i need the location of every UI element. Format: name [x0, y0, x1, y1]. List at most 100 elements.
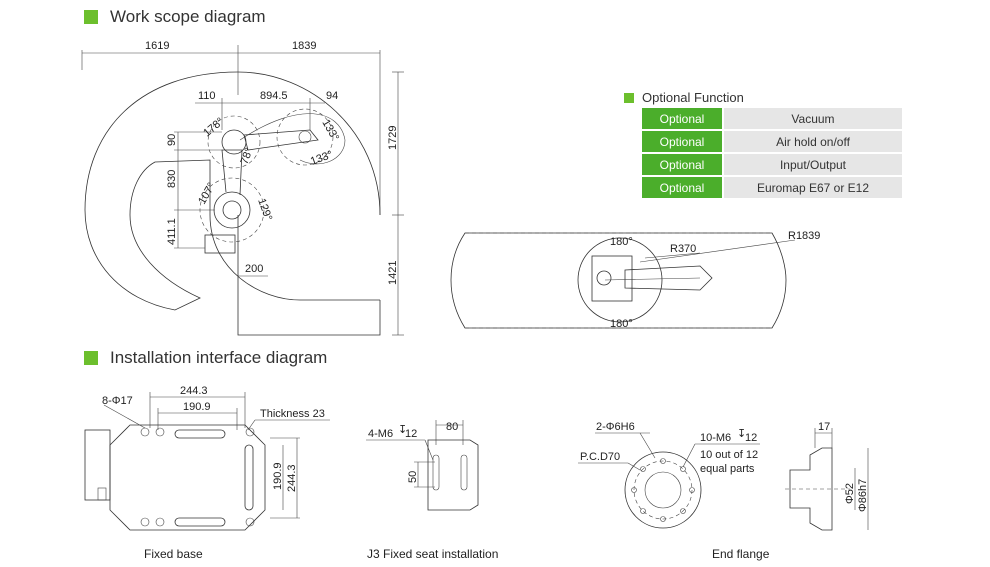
dim-894-5: 894.5	[260, 90, 288, 102]
section-marker-icon	[624, 92, 634, 103]
table-row: Optional Air hold on/off	[642, 130, 902, 154]
dim-830: 830	[166, 170, 178, 188]
flange-hole	[631, 487, 637, 493]
angle-129: 129°	[255, 197, 274, 222]
flange-depth-icon: ↧	[737, 428, 746, 440]
flange-note-1: 10 out of 12	[700, 449, 758, 461]
optional-function-title-text: Optional Function	[642, 90, 744, 105]
j3-dim-50: 50	[407, 471, 419, 483]
work-scope-title: Work scope diagram	[84, 7, 266, 27]
j3-depth-icon: ↧	[398, 424, 407, 436]
flange-depth-label: 12	[745, 432, 757, 444]
angle-133-bottom: 133°	[309, 149, 334, 168]
dim-1729: 1729	[387, 126, 399, 150]
section-marker-icon	[84, 351, 98, 365]
j3-seat-outline	[427, 439, 479, 511]
robot-lower-arm	[221, 149, 243, 196]
radius-r1839: R1839	[788, 230, 820, 242]
option-value: Vacuum	[723, 108, 902, 131]
base-thickness-label: Thickness 23	[260, 408, 325, 420]
j3-holes-label: 4-M6	[368, 428, 393, 440]
work-envelope-inner	[239, 113, 346, 165]
mount-hole	[140, 517, 150, 527]
table-row: Optional Euromap E67 or E12	[642, 176, 902, 200]
top-view-arm	[624, 265, 713, 291]
option-key: Optional	[642, 130, 724, 154]
robot-base-shape	[204, 234, 236, 254]
top-view-base	[591, 255, 633, 302]
installation-title: Installation interface diagram	[84, 348, 327, 368]
option-key: Optional	[642, 176, 724, 200]
robot-upper-arm	[243, 129, 319, 151]
flange-hole	[680, 508, 686, 514]
flange-inner-circle	[644, 471, 682, 509]
end-flange-diagram: 2-Φ6H6 P.C.D70 10-M6 ↧ 12 10 out of 12 e…	[578, 421, 869, 531]
dim-411-1: 411.1	[166, 218, 178, 245]
flange-pin-label: 2-Φ6H6	[596, 421, 635, 433]
option-key: Optional	[642, 153, 724, 177]
angle-78: 78°	[239, 146, 256, 166]
j3-seat-diagram: 80 50 4-M6 ↧ 12	[366, 420, 479, 511]
top-view-diagram: 180° 180° R370 R1839	[450, 230, 820, 330]
base-holes-label: 8-Φ17	[102, 395, 133, 407]
flange-thread-label: 10-M6	[700, 432, 731, 444]
installation-title-text: Installation interface diagram	[110, 348, 328, 367]
flange-hole	[689, 487, 695, 493]
angle-178: 178°	[201, 115, 226, 139]
flange-side-view	[789, 447, 833, 531]
dim-110: 110	[198, 90, 216, 102]
optional-function-title: Optional Function	[624, 90, 744, 105]
section-marker-icon	[84, 10, 98, 24]
mount-hole	[155, 517, 165, 527]
base-dim-244-3-side: 244.3	[286, 464, 298, 492]
dim-1421: 1421	[387, 261, 399, 285]
base-dim-244-3-top: 244.3	[180, 385, 208, 397]
j3-swing-arc	[207, 115, 261, 169]
top-view-joint	[596, 270, 612, 286]
flange-hole	[680, 466, 686, 472]
j3-dim-80: 80	[446, 421, 458, 433]
mount-hole	[155, 427, 165, 437]
caption-end-flange: End flange	[712, 547, 770, 561]
flange-pcd-label: P.C.D70	[580, 451, 620, 463]
flange-hole	[640, 508, 646, 514]
optional-function-table: Optional Vacuum Optional Air hold on/off…	[642, 108, 902, 200]
flange-note-2: equal parts	[700, 463, 755, 475]
table-row: Optional Vacuum	[642, 108, 902, 131]
work-envelope-lower	[237, 215, 381, 336]
work-scope-diagram: 1619 1839 110 894.5 94 90 830 411.1	[81, 40, 404, 336]
option-value: Input/Output	[723, 153, 902, 177]
flange-dim-86: Φ86h7	[857, 479, 869, 512]
option-value: Euromap E67 or E12	[723, 176, 902, 200]
base-rotation-circle	[577, 237, 663, 323]
work-envelope-outer	[84, 71, 381, 311]
angle-133-top: 133°	[319, 118, 341, 144]
base-connector-box	[84, 429, 111, 501]
dim-94: 94	[326, 90, 338, 102]
joint-j2-inner	[222, 200, 242, 220]
base-dim-190-9-side: 190.9	[272, 462, 284, 490]
flange-pcd-circle	[633, 460, 693, 520]
top-view-envelope	[450, 232, 787, 329]
j3-depth-label: 12	[405, 428, 417, 440]
caption-j3-seat: J3 Fixed seat installation	[367, 547, 499, 561]
dim-200: 200	[245, 263, 263, 275]
flange-hole	[640, 466, 646, 472]
fixed-base-diagram: 244.3 190.9 8-Φ17 Thickness 23 190.9 244…	[84, 385, 330, 531]
table-row: Optional Input/Output	[642, 153, 902, 177]
dim-1839: 1839	[292, 40, 316, 52]
flange-outer-circle	[624, 451, 702, 529]
option-key: Optional	[642, 108, 724, 131]
flange-hole	[660, 458, 666, 464]
wrist-swing-arc	[276, 108, 334, 166]
mount-hole	[245, 427, 255, 437]
option-value: Air hold on/off	[723, 130, 902, 154]
angle-107: 107°	[196, 181, 218, 207]
flange-dim-17: 17	[818, 421, 830, 433]
flange-dim-52: Φ52	[844, 483, 856, 504]
base-plate-outline	[109, 424, 266, 531]
dim-90: 90	[166, 134, 178, 146]
top-angle-180-top: 180°	[610, 236, 633, 248]
base-dim-190-9-top: 190.9	[183, 401, 211, 413]
